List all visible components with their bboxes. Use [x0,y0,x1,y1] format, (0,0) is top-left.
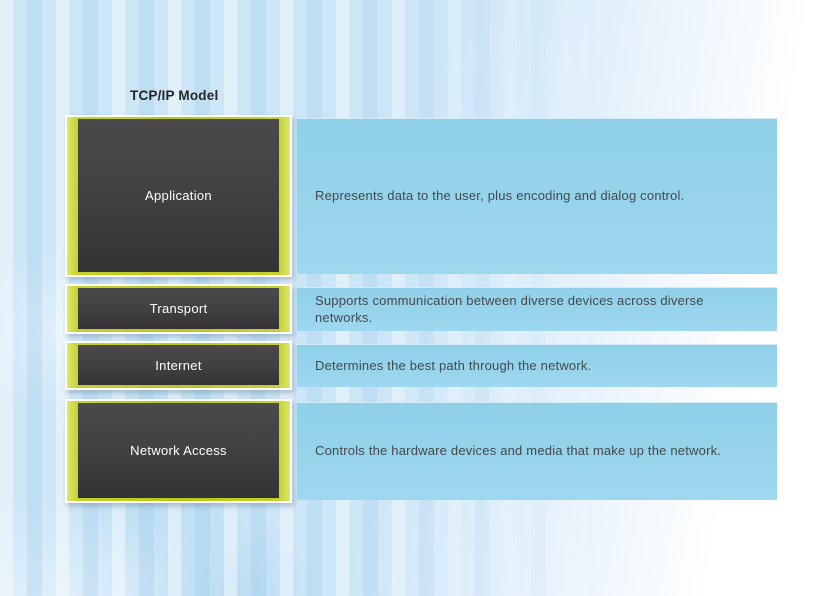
layer-description-panel: Determines the best path through the net… [296,344,777,387]
layer-box-face: Transport [78,288,279,329]
layer-description-panel: Controls the hardware devices and media … [296,402,777,500]
layer-description-panel: Represents data to the user, plus encodi… [296,118,777,274]
layer-box-face: Application [78,119,279,272]
layer-description: Supports communication between diverse d… [315,292,704,325]
layer-description: Controls the hardware devices and media … [315,443,722,459]
tcpip-layer-row-internet: Internet Determines the best path throug… [65,341,777,390]
layer-label: Network Access [130,443,227,458]
layer-description: Determines the best path through the net… [315,357,592,373]
layer-description-panel: Supports communication between diverse d… [296,287,777,331]
tcpip-layer-row-transport: Transport Supports communication between… [65,284,777,334]
layer-label: Internet [155,357,202,373]
layer-box-transport: Transport [65,284,292,334]
tcpip-layer-row-application: Application Represents data to the user,… [65,115,777,277]
layer-box-face: Internet [78,345,279,385]
layer-box-application: Application [65,115,292,277]
layer-box-face: Network Access [78,403,279,498]
layer-box-internet: Internet [65,341,292,390]
diagram-title: TCP/IP Model [130,88,219,103]
tcpip-layer-row-network-access: Network Access Controls the hardware dev… [65,399,777,503]
layer-label: Application [145,188,212,203]
layer-box-network-access: Network Access [65,399,292,503]
layer-description: Represents data to the user, plus encodi… [315,188,685,204]
layer-label: Transport [149,301,208,316]
tcpip-layer-rows: Application Represents data to the user,… [65,115,777,503]
